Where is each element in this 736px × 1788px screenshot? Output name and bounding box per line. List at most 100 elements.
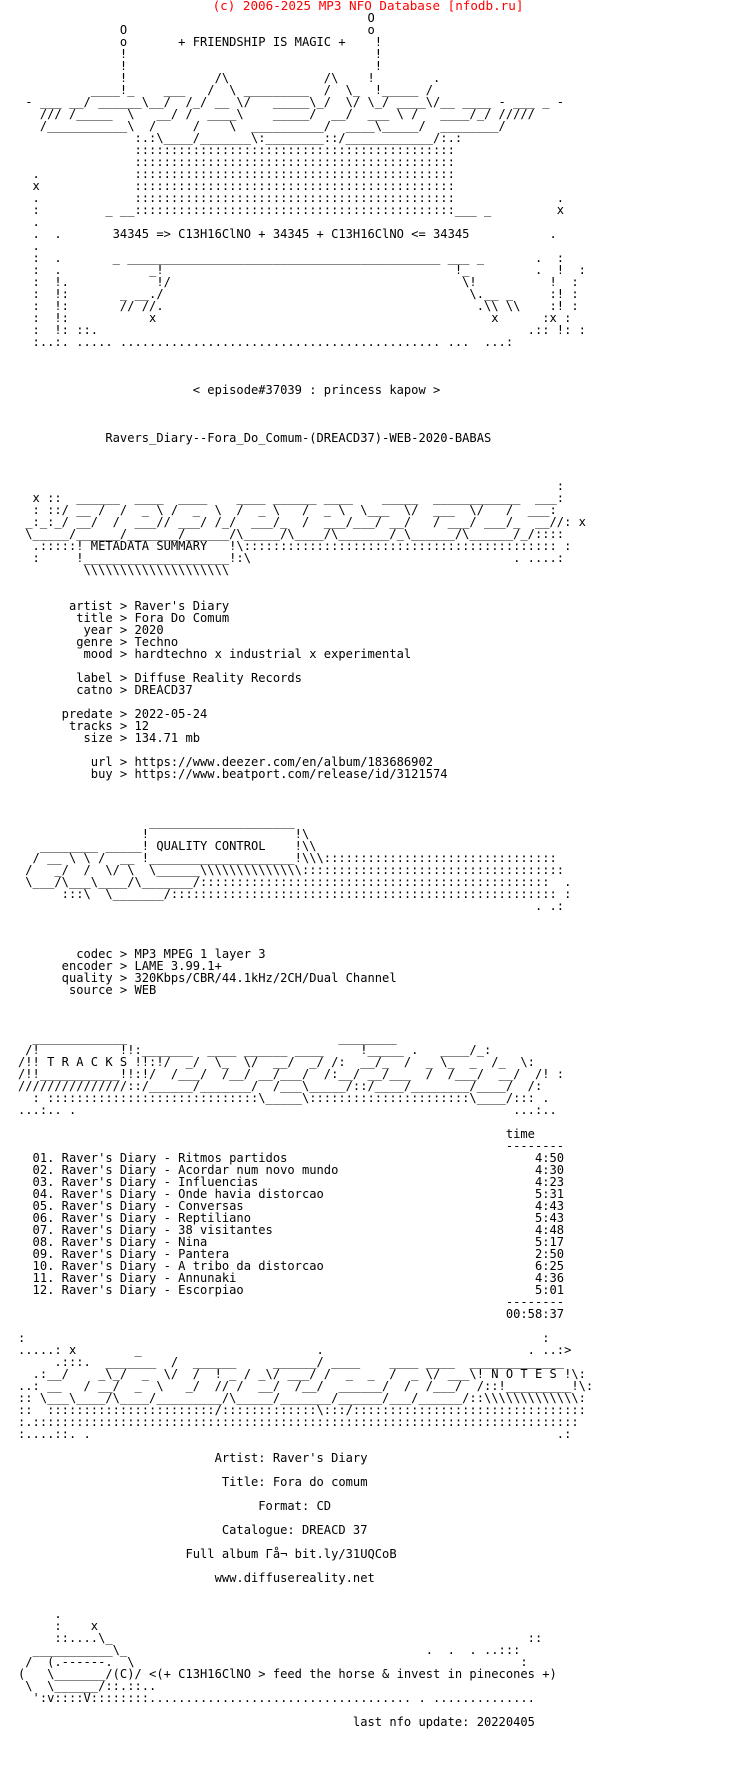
nfo-line: \___/\___\____/\_______/::::::::::::::::… <box>18 875 572 889</box>
nfo-line: ________ _____! QUALITY CONTROL !\\ <box>18 839 317 853</box>
nfo-line: O o <box>18 23 375 37</box>
nfo-line: :: :::::::::::::::::::::::/:::::::::::::… <box>18 1403 586 1417</box>
footer-line: / (.------. \ : <box>18 1655 528 1669</box>
nfo-line: : _ __::::::::::::::::::::::::::::::::::… <box>18 203 565 217</box>
nfo-line: 12. Raver's Diary - Escorpiao 5:01 <box>18 1283 565 1297</box>
nfo-line: o + FRIENDSHIP IS MAGIC + ! <box>18 35 383 49</box>
nfo-line: ! !\ <box>18 827 310 841</box>
nfo-line: /!!___________!!:!/ /___/ /__/ __/___/ /… <box>18 1067 565 1081</box>
nfo-line: size > 134.71 mb <box>18 731 201 745</box>
nfo-line: :.:\____/_______\:________::/___________… <box>18 131 463 145</box>
nfo-line: mood > hardtechno x industrial x experim… <box>18 647 412 661</box>
nfo-line: :.::::::::::::::::::::::::::::::::::::::… <box>18 1415 579 1429</box>
nfo-line: ! ! <box>18 59 383 73</box>
notes-line: Catalogue: DREACD 37 <box>18 1523 368 1537</box>
footer-line: ::....\_ :: <box>18 1631 543 1645</box>
nfo-line: . <box>18 239 40 253</box>
nfo-line: \_____/______/_______/______/\_____/\___… <box>18 527 565 541</box>
footer-line: last nfo update: 20220405 <box>18 1715 535 1729</box>
nfo-line: year > 2020 <box>18 623 164 637</box>
nfo-line: x ::::::::::::::::::::::::::::::::::::::… <box>18 179 455 193</box>
nfo-line: ::::::::::::::::::::::::::::::::::::::::… <box>18 143 455 157</box>
nfo-line: -------- <box>18 1295 565 1309</box>
nfo-line: 06. Raver's Diary - Reptiliano 5:43 <box>18 1211 565 1225</box>
nfo-line: codec > MP3 MPEG 1 layer 3 <box>18 947 266 961</box>
nfo-line: : ::/ __ / / _ \ / _ \ / _ \ / _ \ \___ … <box>18 503 557 517</box>
nfo-line: -------- <box>18 1139 565 1153</box>
nfo-line: : :::::::::::::::::::::::::::::\_____\::… <box>18 1091 550 1105</box>
nfo-line: \\\\\\\\\\\\\\\\\\\\ <box>18 563 230 577</box>
nfo-line: :: \___\____/\____/_________/\_____/____… <box>18 1391 586 1405</box>
nfo-line: tracks > 12 <box>18 719 150 733</box>
nfo-line: : !. !/ \! ! : <box>18 275 579 289</box>
nfo-line: ! ! <box>18 47 383 61</box>
nfo-line: ____!_ ___ / \ _________ / \_ !_____ / <box>18 83 434 97</box>
nfo-line: time <box>18 1127 535 1141</box>
nfo-line: catno > DREACD37 <box>18 683 193 697</box>
footer-line: ':v::::V::::::::........................… <box>18 1691 535 1705</box>
nfo-line: ____________________ <box>18 815 295 829</box>
notes-line: Title: Fora do comum <box>18 1475 368 1489</box>
nfo-line: 00:58:37 <box>18 1307 565 1321</box>
nfo-line: : : <box>18 1331 550 1345</box>
nfo-line: 02. Raver's Diary - Acordar num novo mun… <box>18 1163 565 1177</box>
nfo-line: : <box>18 479 565 493</box>
nfo-line: . . 34345 => C13H16ClNO + 34345 + C13H16… <box>18 227 557 241</box>
nfo-line: 11. Raver's Diary - Annunaki 4:36 <box>18 1271 565 1285</box>
footer-line: : x <box>18 1619 99 1633</box>
nfo-line: _____________ ________ <box>18 1031 397 1045</box>
notes-line: Artist: Raver's Diary <box>18 1451 368 1465</box>
nfo-line: 07. Raver's Diary - 38 visitantes 4:48 <box>18 1223 565 1237</box>
nfo-art-block: O O o o + FRIENDSHIP IS MAGIC + ! ! ! ! <box>18 12 593 1728</box>
nfo-line: encoder > LAME 3.99.1+ <box>18 959 222 973</box>
nfo-line: genre > Techno <box>18 635 179 649</box>
nfo-line: /___________\ / / \ __________/ ____\___… <box>18 119 506 133</box>
nfo-line: ///////////////::/______/_______/ /___\_… <box>18 1079 543 1093</box>
nfo-line: :....::. . .: <box>18 1427 572 1441</box>
notes-line: Format: CD <box>18 1499 332 1513</box>
nfo-line: /// /_____ \ __/ / ____\ _____/ __/ ___ … <box>18 107 535 121</box>
nfo-line: 10. Raver's Diary - A tribo da distorcao… <box>18 1259 565 1273</box>
nfo-line: ::::::::::::::::::::::::::::::::::::::::… <box>18 155 455 169</box>
notes-line: www.diffusereality.net <box>18 1571 375 1585</box>
footer-line: \ \______/::.::.. <box>18 1679 157 1693</box>
nfo-line: 09. Raver's Diary - Pantera 2:50 <box>18 1247 565 1261</box>
nfo-line: /!! T R A C K S !!:!/ _/ \_ \/ __/ _/ /:… <box>18 1055 535 1069</box>
nfo-line: : !: // //. .\\ \\ :! : <box>18 299 579 313</box>
nfo-line: : . _ __________________________________… <box>18 251 565 265</box>
nfo-line: : !: _ __./ \.__ _ :! : <box>18 287 579 301</box>
nfo-line: : !: x x :x : <box>18 311 572 325</box>
nfo-line: / __ \ \ / __ !____________________!\\\:… <box>18 851 557 865</box>
copyright-banner: (c) 2006-2025 MP3 NFO Database [nfodb.ru… <box>212 0 524 13</box>
nfo-line: O <box>18 11 375 25</box>
nfo-line: / _/ / \/ \ \______\\\\\\\\\\\\\\:::::::… <box>18 863 565 877</box>
footer-line: . <box>18 1607 62 1621</box>
nfo-line: :::\ \_______/::::::::::::::::::::::::::… <box>18 887 572 901</box>
nfo-line: 05. Raver's Diary - Conversas 4:43 <box>18 1199 565 1213</box>
nfo-line: 04. Raver's Diary - Onde havia distorcao… <box>18 1187 565 1201</box>
nfo-line: label > Diffuse Reality Records <box>18 671 302 685</box>
nfo-line: . .: <box>18 899 565 913</box>
nfo-line: x :: ______ ____ ____ ____ ______ ____ _… <box>18 491 565 505</box>
nfo-line: artist > Raver's Diary <box>18 599 230 613</box>
nfo-line: . ::::::::::::::::::::::::::::::::::::::… <box>18 167 455 181</box>
nfo-line: 03. Raver's Diary - Influencias 4:23 <box>18 1175 565 1189</box>
nfo-line: ...:.. . ...:.. <box>18 1103 557 1117</box>
nfo-line: : !: ::. .:: !: : <box>18 323 586 337</box>
nfo-line: : . _! !_ . ! : <box>18 263 586 277</box>
nfo-line: .:::. _______ / ______ ______/ ____ ____… <box>18 1355 565 1369</box>
nfo-line: ! /\ /\ ! . <box>18 71 441 85</box>
nfo-line: .:__/ _\_/ _ \/ / ! _ / _\/ ___/ / _ _ /… <box>18 1367 586 1381</box>
nfo-line: source > WEB <box>18 983 157 997</box>
nfo-line: /! !!:_______ ____ ______ ____ !_____ . … <box>18 1043 492 1057</box>
nfo-line: _:_:_/ __/ / ___// ___/ /_/ ___/_ / ___/… <box>18 515 586 529</box>
nfo-line: :..:. ..... ............................… <box>18 335 514 349</box>
nfo-line: . ::::::::::::::::::::::::::::::::::::::… <box>18 191 565 205</box>
nfo-line: - ___ __/ ______\__/ /_/ __ \/ _____\_/ … <box>18 95 565 109</box>
notes-line: Full album Γå¬ bit.ly/31UQCoB <box>18 1547 397 1561</box>
nfo-line: url > https://www.deezer.com/en/album/18… <box>18 755 434 769</box>
nfo-line: 01. Raver's Diary - Ritmos partidos 4:50 <box>18 1151 565 1165</box>
nfo-line: predate > 2022-05-24 <box>18 707 208 721</box>
nfo-line: buy > https://www.beatport.com/release/i… <box>18 767 448 781</box>
nfo-line: Ravers_Diary--Fora_Do_Comum-(DREACD37)-W… <box>18 431 492 445</box>
